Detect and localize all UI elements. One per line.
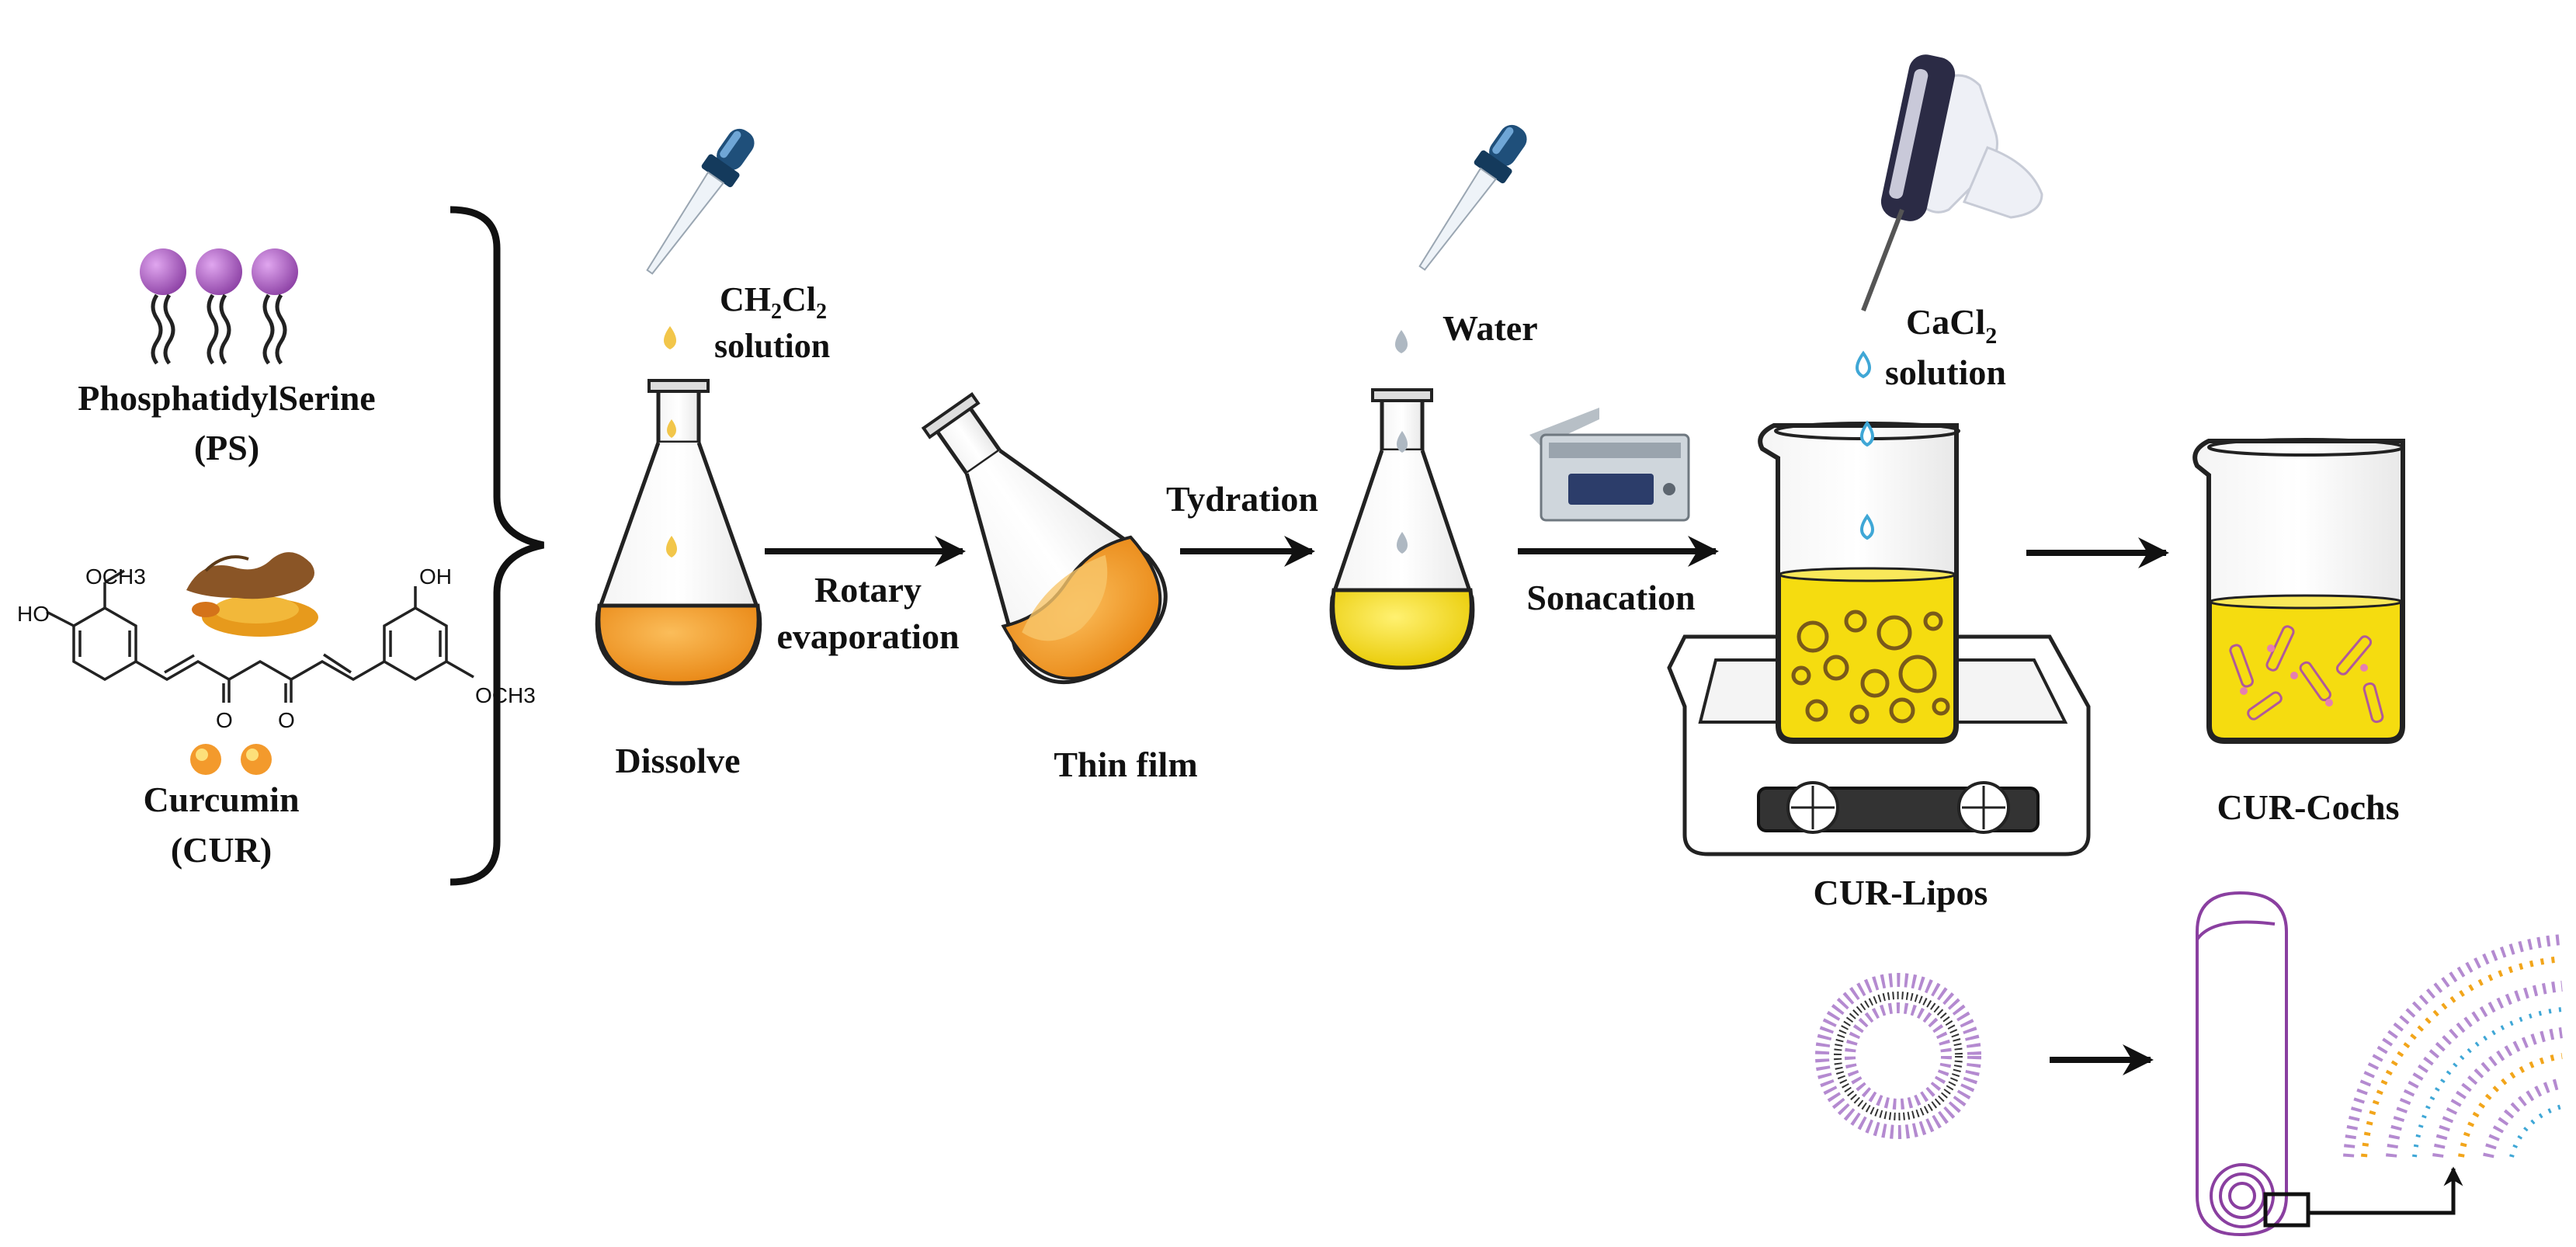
ultrasonic-bath-icon — [1529, 408, 1690, 522]
cur-oh-right: OH — [419, 564, 452, 589]
ch2cl2-solution-label: solution — [714, 327, 830, 365]
turmeric-image-icon — [186, 552, 318, 637]
zoom-box — [2263, 1192, 2310, 1228]
flask-thin-film — [921, 392, 1168, 685]
drop-blue-icon — [1856, 350, 1871, 379]
pipette-hand-icon — [1861, 54, 2043, 312]
step-tydration: Tydration — [1166, 479, 1318, 519]
dropper-icon — [646, 128, 755, 275]
phosphatidylserine-icon — [140, 248, 298, 365]
flask-water — [1329, 388, 1475, 670]
cur-och3-right: OCH3 — [475, 683, 536, 707]
curcumin-structure-icon — [46, 569, 474, 703]
step-rotary-1: Rotary — [814, 570, 922, 610]
cur-abbr: (CUR) — [171, 830, 272, 870]
cur-ho-left: HO — [17, 602, 50, 626]
combine-brace — [450, 206, 544, 886]
step-rotary-2: evaporation — [776, 617, 959, 656]
ch2cl2-label: CH2Cl2 — [720, 280, 827, 324]
beaker-lipos — [1758, 420, 1960, 744]
drop-yellow-icon — [664, 326, 676, 349]
cur-och3-left: OCH3 — [85, 564, 146, 589]
cur-o2: O — [278, 708, 295, 732]
stage-cur-cochs: CUR-Cochs — [2217, 787, 2399, 827]
cacl2-solution-label: solution — [1885, 353, 2006, 392]
reagent-water: Water — [1442, 308, 1538, 348]
stage-thin-film: Thin film — [1054, 745, 1197, 784]
stage-cur-lipos: CUR-Lipos — [1814, 873, 1988, 912]
cacl2-label: CaCl2 — [1906, 302, 1997, 349]
cochleate-roll-icon — [2196, 891, 2288, 1237]
liposome-icon — [1815, 973, 1981, 1139]
step-sonacation: Sonacation — [1526, 578, 1695, 617]
drop-gray-icon — [1395, 330, 1408, 353]
curcumin-dots-icon — [190, 744, 272, 775]
ps-abbr: (PS) — [194, 428, 259, 467]
dropper-water-icon — [1418, 124, 1527, 271]
bilayer-fan-icon — [2343, 934, 2564, 1158]
cur-o1: O — [216, 708, 233, 732]
flask-dissolve — [595, 379, 762, 686]
zoom-arrow — [2310, 1166, 2463, 1215]
ps-name: PhosphatidylSerine — [78, 378, 375, 418]
beaker-cochs — [2192, 438, 2405, 744]
cur-name: Curcumin — [143, 780, 299, 819]
stage-dissolve: Dissolve — [616, 741, 741, 780]
